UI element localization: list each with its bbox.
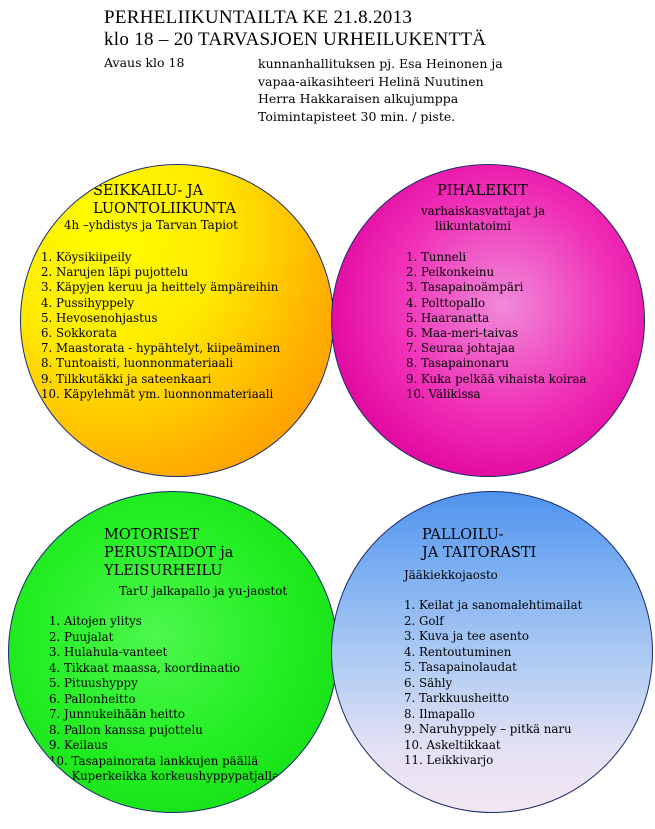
list-item: 3. Käpyjen keruu ja heittely ämpäreihin xyxy=(41,280,279,295)
opening-label: Avaus klo 18 xyxy=(104,55,185,70)
list-item: 5. Tasapainolaudat xyxy=(404,660,517,674)
list-item: 6. Maa-meri-taivas xyxy=(406,326,519,341)
station-activity-list: 1. Keilat ja sanomalehtimailat 2. Golf 3… xyxy=(404,598,582,769)
station-heading-line: MOTORISET xyxy=(104,527,200,543)
station-circle-yard-games: PIHALEIKIT varhaiskasvattajat ja liikunt… xyxy=(331,164,645,477)
list-item: 7. Maastorata - hypähtelyt, kiipeäminen xyxy=(41,341,281,356)
list-item: 4. Rentoutuminen xyxy=(404,644,512,659)
intro-block: kunnanhallituksen pj. Esa Heinonen ja va… xyxy=(258,55,503,125)
station-heading: PALLOILU- JA TAITORASTI xyxy=(422,526,536,562)
intro-line: Toimintapisteet 30 min. / piste. xyxy=(258,108,456,124)
list-item: 6. Pallonheitto xyxy=(49,691,136,706)
station-organizer-line: varhaiskasvattajat ja xyxy=(421,204,546,218)
title-line-place: klo 18 – 20 TARVASJOEN URHEILUKENTTÄ xyxy=(104,29,487,50)
station-heading-line: SEIKKAILU- JA xyxy=(93,183,204,199)
list-item: 1. Tunneli xyxy=(406,250,467,264)
list-item: 7. Seuraa johtajaa xyxy=(406,341,515,356)
station-organizer-line: liikuntatoimi xyxy=(435,219,512,233)
list-item: 9. Keilaus xyxy=(49,738,108,752)
station-heading-line: JA TAITORASTI xyxy=(422,545,537,561)
list-item: 2. Peikonkeinu xyxy=(406,265,495,280)
list-item: 5. Haaranatta xyxy=(406,310,490,325)
list-item: 8. Pallon kanssa pujottelu xyxy=(49,722,203,737)
station-heading-line: PALLOILU- xyxy=(422,527,504,543)
list-item: 4. Tikkaat maassa, koordinaatio xyxy=(49,660,240,675)
list-item: 9. Naruhyppely – pitkä naru xyxy=(404,722,572,736)
list-item: 1. Köysikiipeily xyxy=(41,250,132,264)
list-item: 6. Sokkorata xyxy=(41,326,118,341)
list-item: 10. Käpylehmät ym. luonnonmateriaali xyxy=(41,386,274,401)
list-item: 11. Leikkivarjo xyxy=(404,753,494,767)
list-item: 1. Aitojen ylitys xyxy=(49,614,142,628)
station-organizer: Jääkiekkojaosto xyxy=(404,568,498,582)
station-activity-list: 1. Tunneli 2. Peikonkeinu 3. Tasapainoäm… xyxy=(406,250,587,402)
list-item: 10. Askeltikkaat xyxy=(404,737,501,752)
list-item: 11. Kuperkeikka korkeushyppypatjalla xyxy=(49,769,280,783)
station-heading-line: PERUSTAIDOT ja xyxy=(104,545,234,561)
station-circle-motor-skills: MOTORISET PERUSTAIDOT ja YLEISURHEILU Ta… xyxy=(8,491,338,813)
list-item: 7. Junnukeihään heitto xyxy=(49,707,185,721)
station-organizer: 4h –yhdistys ja Tarvan Tapiot xyxy=(64,218,238,232)
list-item: 9. Tilkkutäkki ja sateenkaari xyxy=(41,371,212,386)
list-item: 7. Tarkkuusheitto xyxy=(404,691,510,705)
intro-line: kunnanhallituksen pj. Esa Heinonen ja xyxy=(258,56,503,71)
list-item: 8. Tasapainonaru xyxy=(406,356,510,371)
list-item: 10. Välikissa xyxy=(406,386,481,401)
list-item: 2. Puujalat xyxy=(49,629,114,644)
list-item: 9. Kuka pelkää vihaista koiraa xyxy=(406,371,587,386)
intro-line: Herra Hakkaraisen alkujumppa xyxy=(258,91,459,106)
station-circle-adventure: SEIKKAILU- JA LUONTOLIIKUNTA 4h –yhdisty… xyxy=(20,164,334,477)
list-item: 3. Tasapainoämpäri xyxy=(406,280,524,295)
station-heading-line: PIHALEIKIT xyxy=(437,183,528,199)
station-heading-line: LUONTOLIIKUNTA xyxy=(93,201,236,217)
station-heading: SEIKKAILU- JA LUONTOLIIKUNTA xyxy=(93,182,236,218)
list-item: 2. Narujen läpi pujottelu xyxy=(41,265,189,280)
station-heading: PIHALEIKIT xyxy=(437,182,528,200)
list-item: 5. Hevosenohjastus xyxy=(41,310,158,325)
list-item: 4. Polttopallo xyxy=(406,295,486,310)
station-activity-list: 1. Aitojen ylitys 2. Puujalat 3. Hulahul… xyxy=(49,614,279,785)
station-heading-line: YLEISURHEILU xyxy=(104,563,223,579)
list-item: 5. Pituushyppy xyxy=(49,676,138,690)
station-organizer: TarU jalkapallo ja yu-jaostot xyxy=(119,584,288,598)
list-item: 8. Tuntoaisti, luonnonmateriaali xyxy=(41,356,234,371)
intro-line: vapaa-aikasihteeri Helinä Nuutinen xyxy=(258,73,484,89)
list-item: 6. Sähly xyxy=(404,675,453,690)
station-organizer: varhaiskasvattajat ja liikuntatoimi xyxy=(421,204,545,234)
page-title: PERHELIIKUNTAILTA KE 21.8.2013 klo 18 – … xyxy=(104,7,486,51)
list-item: 4. Pussihyppely xyxy=(41,295,135,310)
list-item: 3. Kuva ja tee asento xyxy=(404,629,530,643)
station-activity-list: 1. Köysikiipeily 2. Narujen läpi pujotte… xyxy=(41,250,280,402)
list-item: 3. Hulahula-vanteet xyxy=(49,645,168,659)
list-item: 8. Ilmapallo xyxy=(404,706,475,721)
list-item: 1. Keilat ja sanomalehtimailat xyxy=(404,598,583,612)
station-heading: MOTORISET PERUSTAIDOT ja YLEISURHEILU xyxy=(104,526,233,580)
list-item: 2. Golf xyxy=(404,613,444,628)
list-item: 10. Tasapainorata lankkujen päällä xyxy=(49,753,259,768)
station-circle-ball-skills: PALLOILU- JA TAITORASTI Jääkiekkojaosto … xyxy=(331,491,653,813)
title-line-date: PERHELIIKUNTAILTA KE 21.8.2013 xyxy=(104,7,413,28)
